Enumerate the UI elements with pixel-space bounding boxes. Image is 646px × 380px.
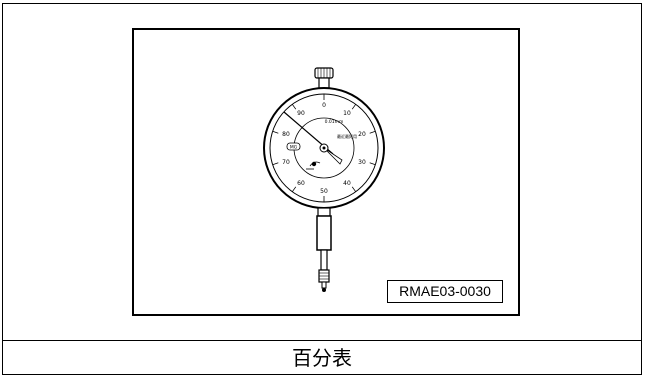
figure-panel: 0 10 20 30 40 50 60 70 80 90 0.01mm 最近最好… [132,28,520,316]
dial-number: 20 [358,131,366,138]
contact-tip [321,281,327,289]
dial-number: 50 [320,188,328,195]
brand-badge [286,142,301,151]
spindle [320,249,328,271]
dial-numbers: 0 10 20 30 40 50 60 70 80 90 [282,102,366,195]
adjuster-symbol [306,161,321,170]
dial-indicator-drawing: 0 10 20 30 40 50 60 70 80 90 0.01mm 最近最好… [263,67,385,292]
caption-divider [3,340,641,341]
unit-label: 0.01mm [325,119,344,125]
dial-number: 0 [322,102,326,109]
stem-collar [317,207,331,217]
contact-point [322,288,326,292]
needle-tail [323,147,343,165]
dial-number: 80 [282,131,290,138]
brand-badge-text: MG [290,145,298,151]
dial-ticks [272,94,376,202]
dial-number: 60 [297,180,305,187]
dial-number: 70 [282,159,290,166]
top-stem [318,77,330,89]
dial-number: 30 [358,159,366,166]
figure-code-label: RMAE03-0030 [387,280,503,303]
document-frame: 0 10 20 30 40 50 60 70 80 90 0.01mm 最近最好… [2,3,642,375]
dial-number: 40 [343,180,351,187]
dial-number: 10 [343,110,351,117]
figure-caption: 百分表 [292,346,352,370]
dial-fine-print: 最近最好用 [337,133,357,139]
stem-sleeve [316,215,332,251]
dial-number: 90 [297,110,305,117]
